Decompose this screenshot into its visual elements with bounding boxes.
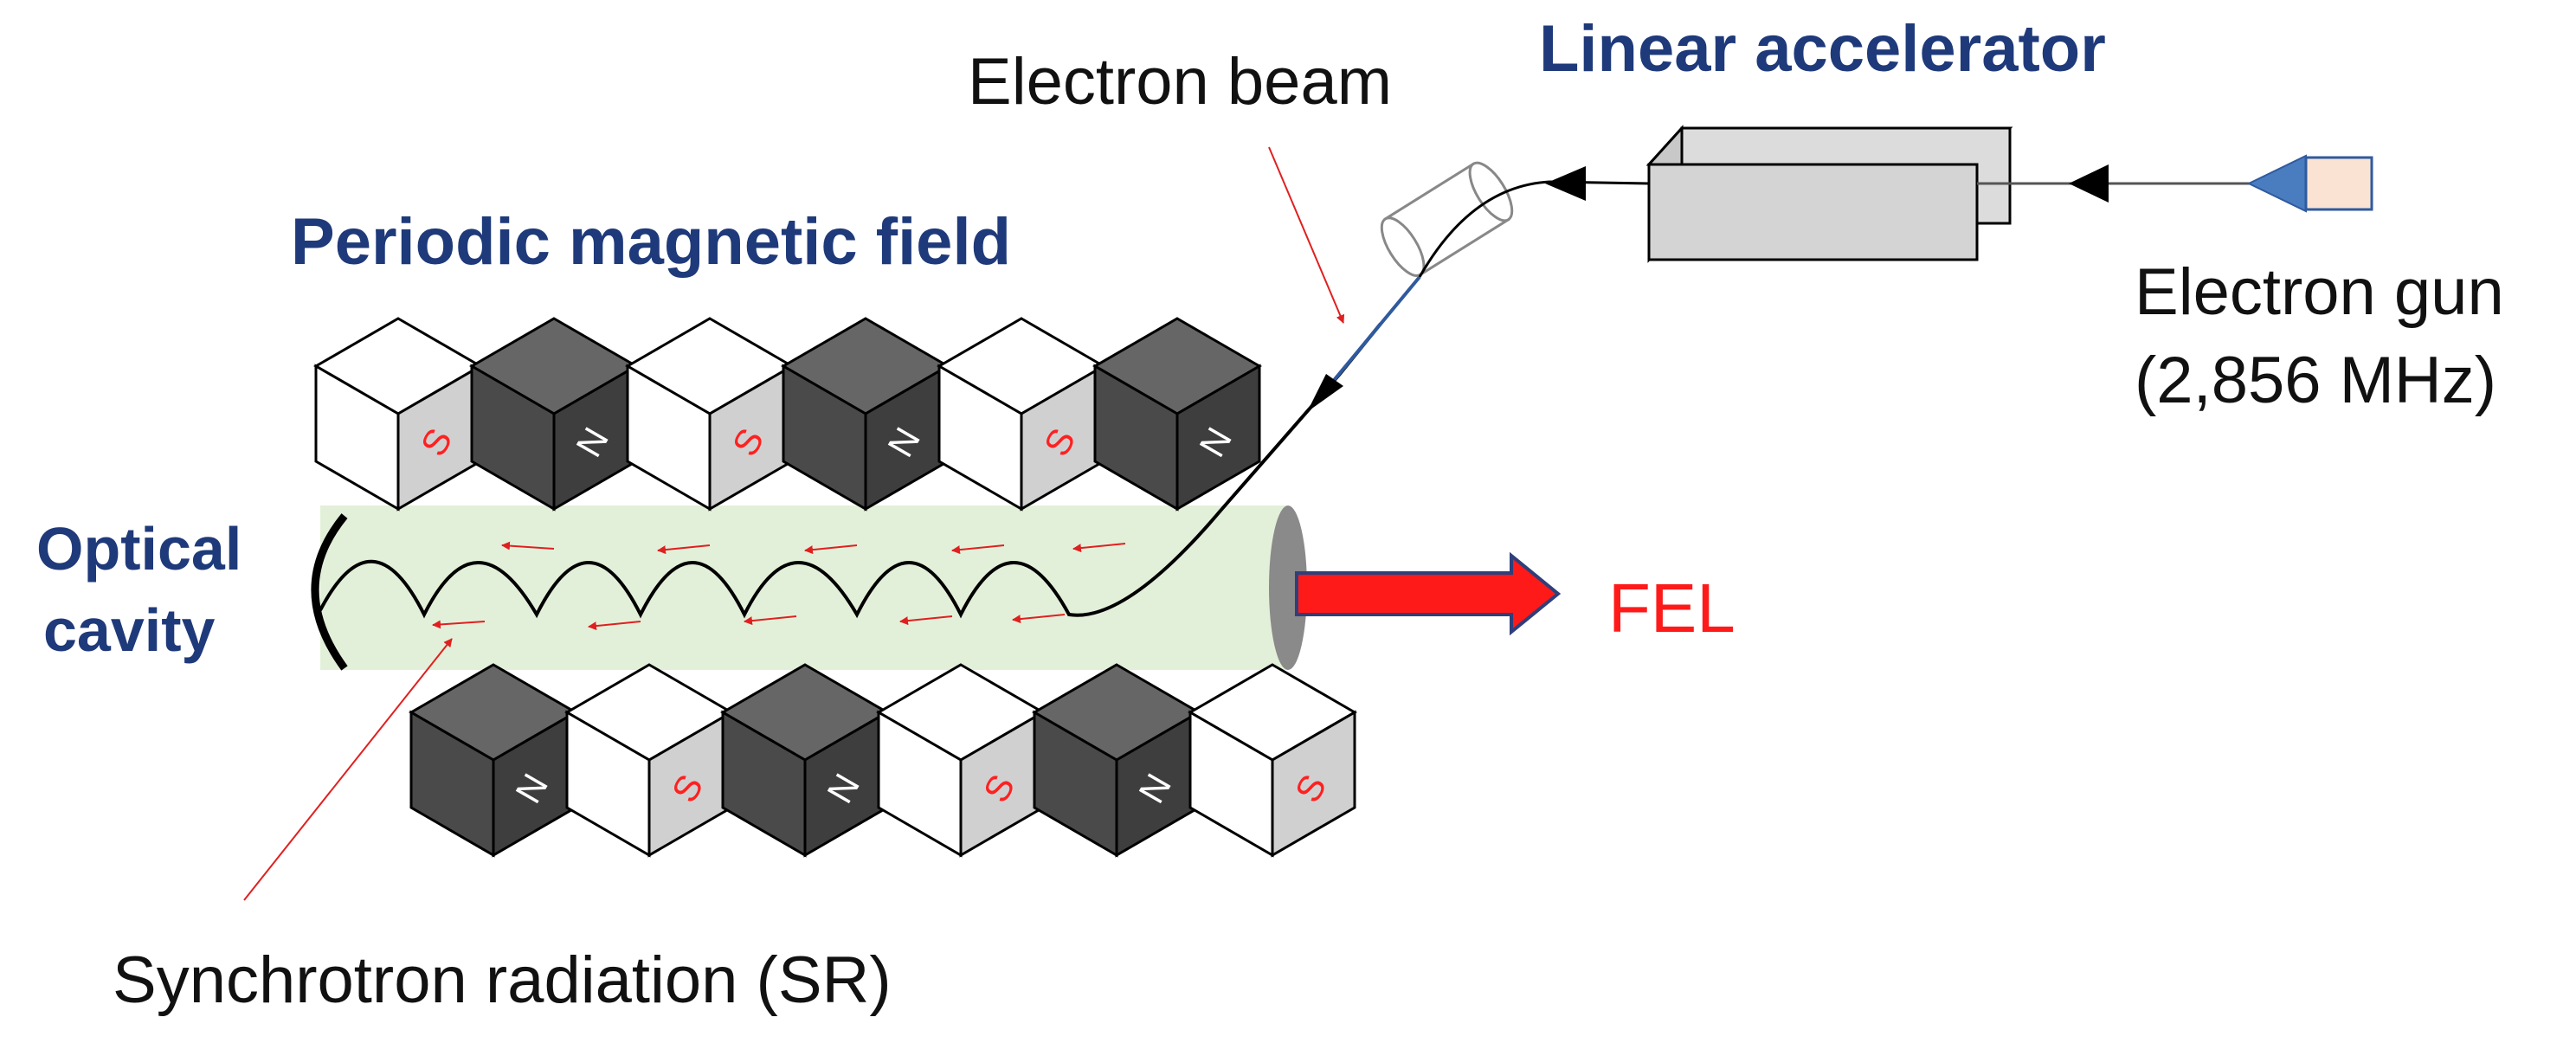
- magnet-n: N: [409, 663, 578, 858]
- sr-arrows: [432, 541, 1126, 631]
- electron-gun-freq-label: (2,856 MHz): [2135, 344, 2496, 417]
- magnet-s: S: [313, 317, 483, 512]
- gun-out-arrowhead: [2069, 164, 2109, 203]
- sr-arrow: [588, 621, 641, 631]
- sr-arrow: [657, 544, 711, 555]
- electron-gun-label: Electron gun: [2135, 255, 2504, 329]
- sr-arrow: [432, 620, 486, 629]
- sr-arrow: [951, 544, 1005, 555]
- beam-arrowhead: [1307, 374, 1343, 412]
- sr-arrow: [804, 544, 858, 555]
- synchrotron-label: Synchrotron radiation (SR): [113, 943, 892, 1017]
- magnet-s: S: [1188, 663, 1357, 858]
- sr-arrow: [501, 541, 555, 550]
- cavity-label: cavity: [43, 596, 216, 664]
- cavity-output-mirror: [1269, 505, 1307, 670]
- accel-out-arrowhead: [1545, 166, 1586, 201]
- magnet-s: S: [937, 317, 1106, 512]
- electron-beam-pointer: [1268, 146, 1345, 324]
- sr-arrow: [1072, 543, 1126, 553]
- magnet-n: N: [1032, 663, 1201, 858]
- electron-trajectory: [319, 322, 1382, 619]
- optical-cavity: [311, 505, 1307, 671]
- optical-label: Optical: [36, 515, 242, 583]
- sr-pointer: [243, 638, 453, 901]
- magnet-n: N: [720, 663, 890, 858]
- electron-gun: [2246, 154, 2373, 213]
- sr-arrow: [744, 615, 797, 626]
- beam-curve: [1418, 180, 1550, 278]
- cavity-rear-mirror: [311, 513, 348, 671]
- electron-beam-label: Electron beam: [968, 45, 1392, 119]
- magnet-n: N: [1092, 317, 1262, 512]
- linear-accelerator-box: [1645, 125, 2013, 263]
- linear-accelerator-label: Linear accelerator: [1539, 12, 2106, 86]
- magnet-n: N: [781, 317, 950, 512]
- fel-arrow: [1295, 551, 1562, 636]
- electron-beam-segment: [1321, 275, 1421, 396]
- sr-arrow: [1012, 614, 1066, 624]
- fel-label: FEL: [1608, 570, 1736, 647]
- magnet-s: S: [564, 663, 734, 858]
- magnet-s: S: [625, 317, 795, 512]
- sr-arrow: [899, 615, 953, 626]
- periodic-magnetic-field-label: Periodic magnetic field: [291, 205, 1011, 279]
- magnet-s: S: [876, 663, 1046, 858]
- magnet-n: N: [469, 317, 639, 512]
- bending-cylinder: [1380, 161, 1514, 277]
